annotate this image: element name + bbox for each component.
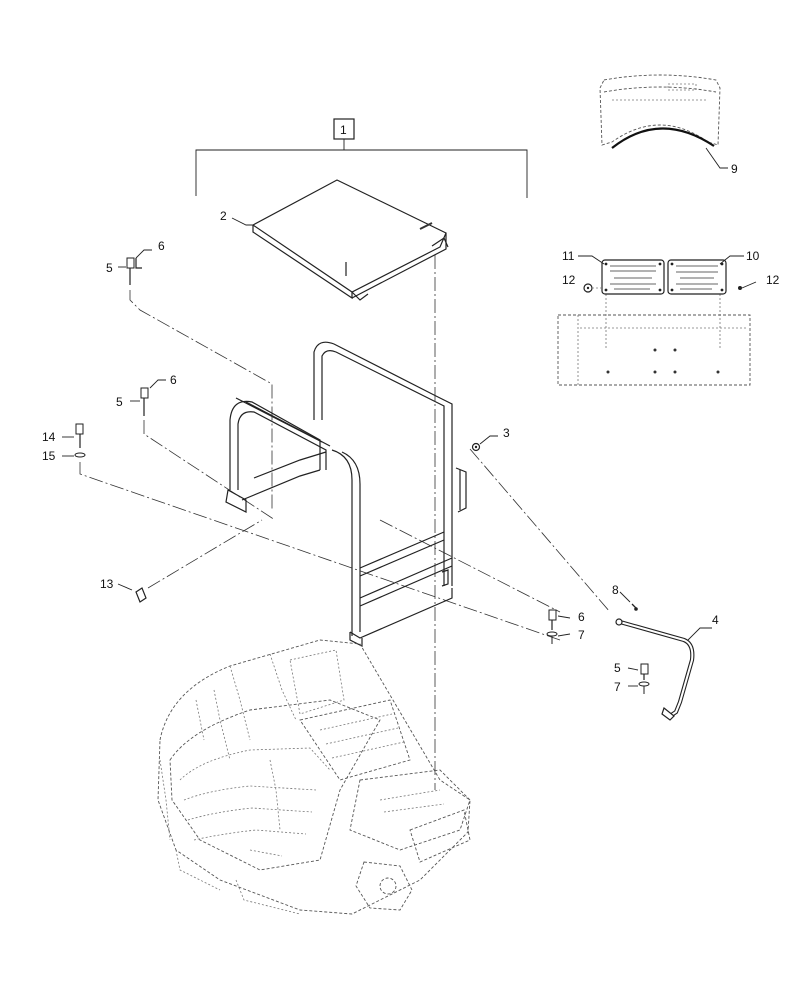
decal-plate-10[interactable]: [667, 259, 727, 295]
callout-8[interactable]: 8: [612, 583, 619, 597]
rivet-12-right[interactable]: [738, 286, 742, 290]
rivet-12-left[interactable]: [583, 283, 593, 293]
callout-6-right[interactable]: 6: [578, 610, 585, 624]
screw-8[interactable]: [631, 603, 638, 611]
machine-body-phantom: [157, 639, 471, 915]
callout-3[interactable]: 3: [503, 426, 510, 440]
callout-15[interactable]: 15: [42, 449, 56, 463]
pin-6-upper[interactable]: [135, 258, 142, 269]
bolt-6-right[interactable]: [548, 609, 557, 630]
callout-7-right[interactable]: 7: [578, 628, 585, 642]
washer-7-lower[interactable]: [638, 681, 650, 694]
decal-plate-11[interactable]: [601, 259, 665, 295]
washer-7-right[interactable]: [546, 631, 558, 644]
callout-12-right[interactable]: 12: [766, 273, 780, 287]
callout-11[interactable]: 11: [562, 249, 575, 263]
callout-9[interactable]: 9: [731, 162, 738, 176]
callout-5-middle[interactable]: 5: [116, 395, 123, 409]
bolt-5-upper[interactable]: [126, 257, 135, 285]
support-rod-4[interactable]: [615, 618, 695, 721]
callout-5-upper[interactable]: 5: [106, 261, 113, 275]
clip-13[interactable]: [135, 587, 147, 603]
washer-15[interactable]: [74, 452, 86, 458]
hood-trim-strip[interactable]: [611, 127, 715, 149]
bolt-5-lower[interactable]: [640, 663, 649, 680]
canopy-roof[interactable]: [251, 179, 449, 301]
callout-7-lower[interactable]: 7: [614, 680, 621, 694]
callout-10[interactable]: 10: [746, 249, 760, 263]
assembly-bracket: [195, 118, 528, 198]
nut-3[interactable]: [471, 442, 481, 452]
callout-2[interactable]: 2: [220, 209, 227, 223]
rops-frame[interactable]: [225, 341, 467, 647]
bolt-5-middle[interactable]: [140, 387, 149, 416]
decal-panel: [557, 294, 751, 386]
callout-6-middle[interactable]: 6: [170, 373, 177, 387]
callout-4[interactable]: 4: [712, 613, 719, 627]
callout-6-upper[interactable]: 6: [158, 239, 165, 253]
callout-12-left[interactable]: 12: [562, 273, 576, 287]
callout-14[interactable]: 14: [42, 430, 56, 444]
assembly-center-lines: [79, 255, 611, 790]
hood-illustration: [599, 74, 721, 146]
callout-13[interactable]: 13: [100, 577, 114, 591]
callout-5-lower[interactable]: 5: [614, 661, 621, 675]
callout-1[interactable]: 1: [340, 123, 347, 137]
bolt-14[interactable]: [75, 423, 84, 448]
